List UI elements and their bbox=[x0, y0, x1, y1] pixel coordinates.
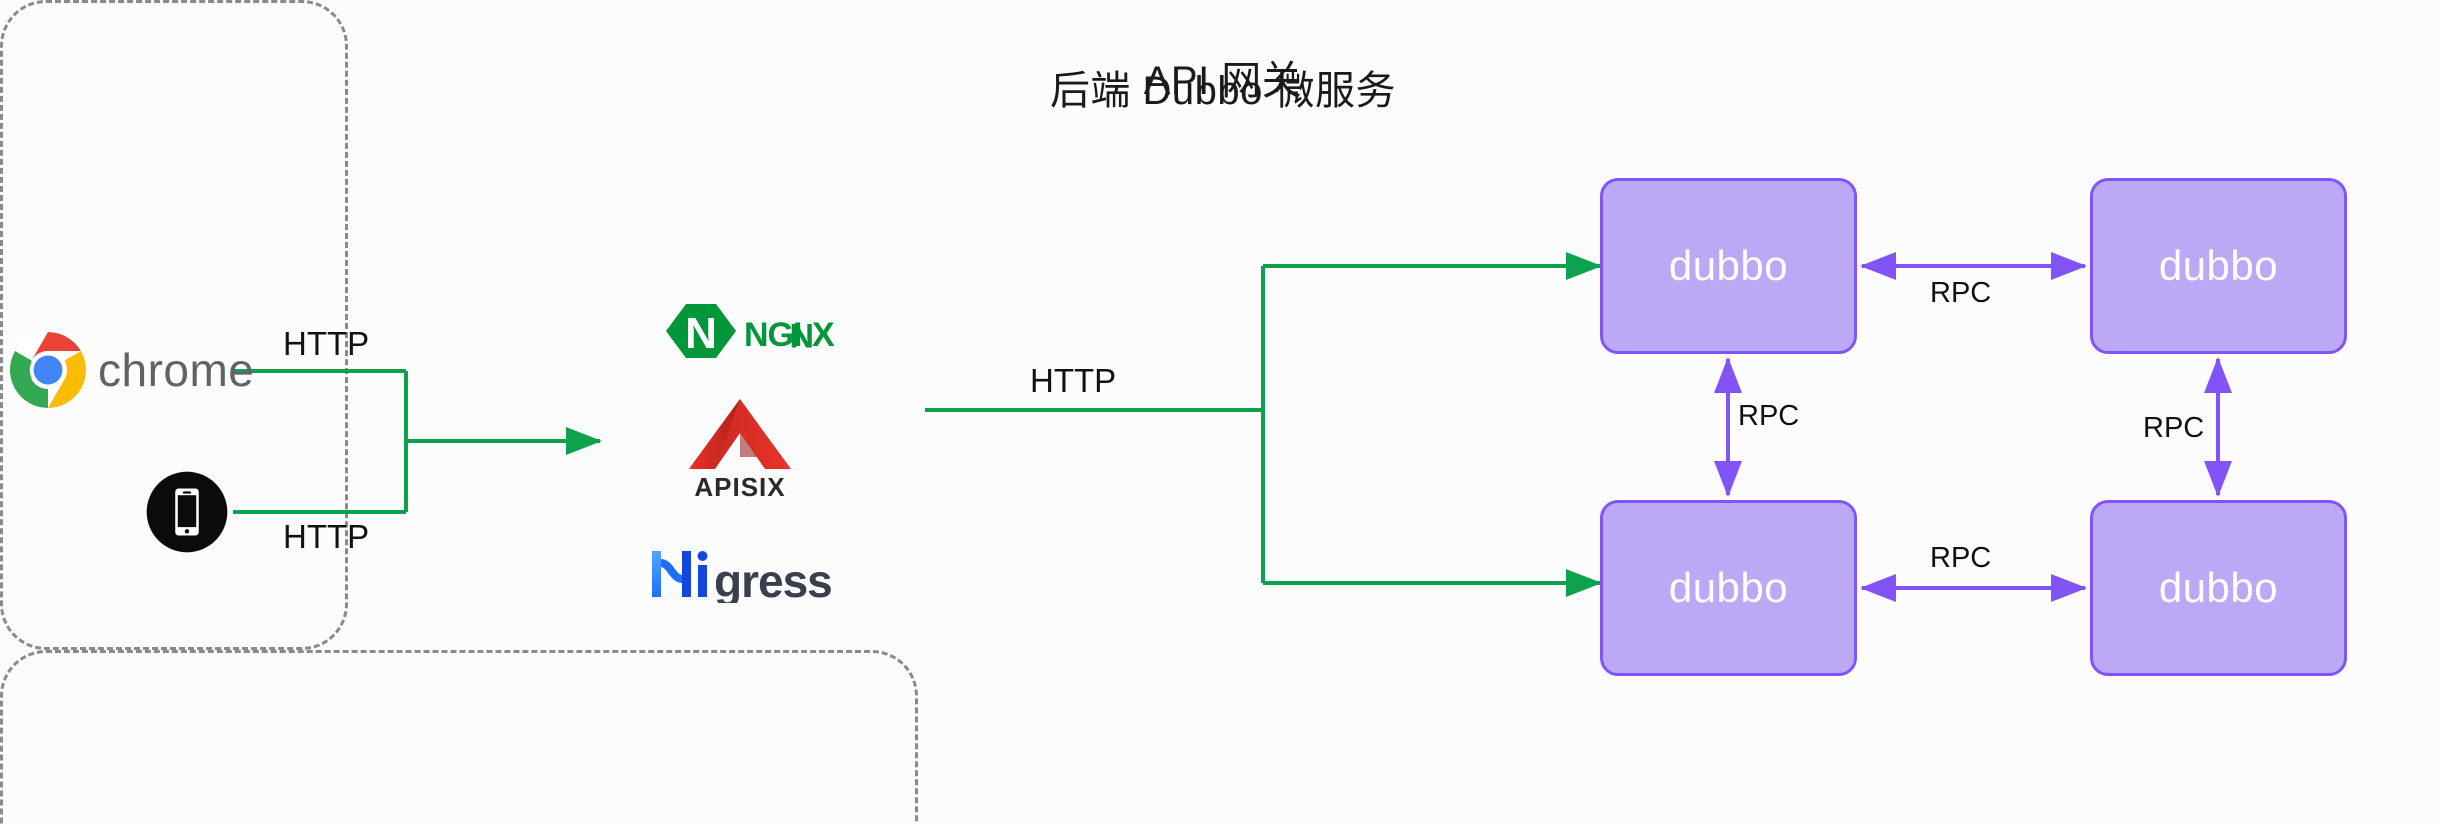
gateway-http-lines bbox=[925, 252, 1602, 597]
rpc-label-right: RPC bbox=[2143, 412, 2205, 444]
svg-text:X: X bbox=[812, 316, 835, 354]
rpc-label-left: RPC bbox=[1738, 400, 1800, 432]
svg-text:NGI: NGI bbox=[744, 316, 801, 354]
dubbo-node-label: dubbo bbox=[1668, 242, 1789, 289]
dubbo-node-bottom-left[interactable]: dubbo bbox=[1600, 500, 1857, 676]
rpc-label-bottom: RPC bbox=[1930, 542, 1992, 574]
chrome-label: chrome bbox=[98, 344, 255, 396]
dubbo-node-bottom-right[interactable]: dubbo bbox=[2090, 500, 2347, 676]
mobile-phone-icon bbox=[146, 471, 228, 553]
mobile-client bbox=[145, 470, 229, 554]
gateway-http-label: HTTP bbox=[1030, 362, 1117, 399]
dubbo-node-label: dubbo bbox=[2158, 242, 2279, 289]
nginx-logo-icon: N NGI N X bbox=[660, 300, 840, 362]
dubbo-node-top-left[interactable]: dubbo bbox=[1600, 178, 1857, 354]
backend-dubbo-group: 后端 Dubbo 微服务 bbox=[0, 69, 1396, 824]
rpc-label-top: RPC bbox=[1930, 277, 1992, 309]
apisix-logo-icon: APISIX bbox=[665, 395, 815, 503]
dubbo-node-label: dubbo bbox=[1668, 564, 1789, 611]
svg-text:APISIX: APISIX bbox=[694, 472, 785, 502]
api-gateway-group: API 网关 bbox=[0, 0, 1302, 650]
chrome-logo-icon bbox=[10, 332, 86, 408]
mobile-http-label: HTTP bbox=[283, 518, 370, 555]
svg-text:N: N bbox=[685, 309, 717, 358]
svg-text:gress: gress bbox=[714, 555, 832, 603]
higress-logo-icon: gress bbox=[648, 545, 848, 607]
dubbo-node-top-right[interactable]: dubbo bbox=[2090, 178, 2347, 354]
api-gateway-title: API 网关 bbox=[1143, 59, 1303, 103]
svg-text:N: N bbox=[790, 316, 814, 354]
chrome-http-label: HTTP bbox=[283, 325, 370, 362]
backend-dubbo-title: 后端 Dubbo 微服务 bbox=[1049, 69, 1397, 113]
chrome-client: chrome bbox=[10, 325, 254, 415]
dubbo-node-label: dubbo bbox=[2158, 564, 2279, 611]
